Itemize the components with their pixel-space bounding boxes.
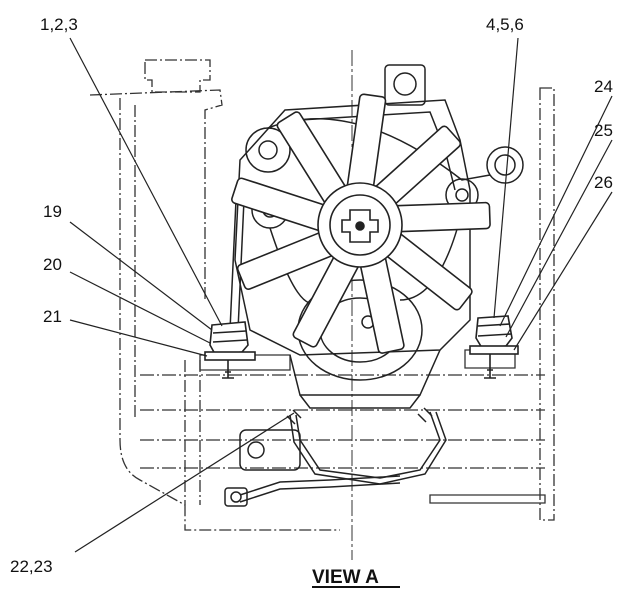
leader-21: [69, 319, 208, 357]
idler-pulley-left: [245, 127, 291, 173]
leader-24: [499, 95, 613, 327]
cooling-fan: [231, 93, 491, 354]
leader-19: [69, 221, 213, 331]
leader-1-2-3: [69, 37, 223, 327]
leader-lines: [69, 37, 613, 553]
leader-25: [505, 139, 613, 338]
leader-20: [69, 271, 211, 344]
engine-mount-right: [469, 315, 519, 379]
oil-pan: [289, 349, 441, 396]
line-fitting-right: [417, 407, 433, 423]
fan-blade-3: [388, 201, 491, 233]
callout-20: 20: [43, 255, 62, 274]
callout-21: 21: [43, 307, 62, 326]
lower-components: [224, 407, 447, 507]
callout-22-23: 22,23: [10, 557, 53, 576]
line-fitting-left: [286, 409, 302, 425]
callout-19: 19: [43, 202, 62, 221]
left-tank-outline-2: [119, 98, 340, 531]
starter-motor: [239, 429, 301, 471]
right-bracket: [429, 494, 546, 504]
callout-4-5-6: 4,5,6: [486, 15, 524, 34]
line-clamp: [224, 487, 248, 507]
view-title: VIEW A: [312, 567, 379, 588]
leader-22-23: [74, 412, 295, 553]
leader-26: [513, 191, 613, 351]
callout-26: 26: [594, 173, 613, 192]
leader-4-5-6: [493, 37, 519, 319]
callout-1-2-3: 1,2,3: [40, 15, 78, 34]
left-tank-outline: [89, 89, 223, 300]
filler-neck: [144, 59, 211, 93]
callout-24: 24: [594, 77, 613, 96]
alternator: [486, 146, 524, 184]
thermostat-housing: [384, 64, 426, 106]
callout-25: 25: [594, 121, 613, 140]
return-line: [239, 475, 401, 496]
mount-plate-left: [199, 354, 291, 371]
right-frame-post: [539, 87, 555, 521]
